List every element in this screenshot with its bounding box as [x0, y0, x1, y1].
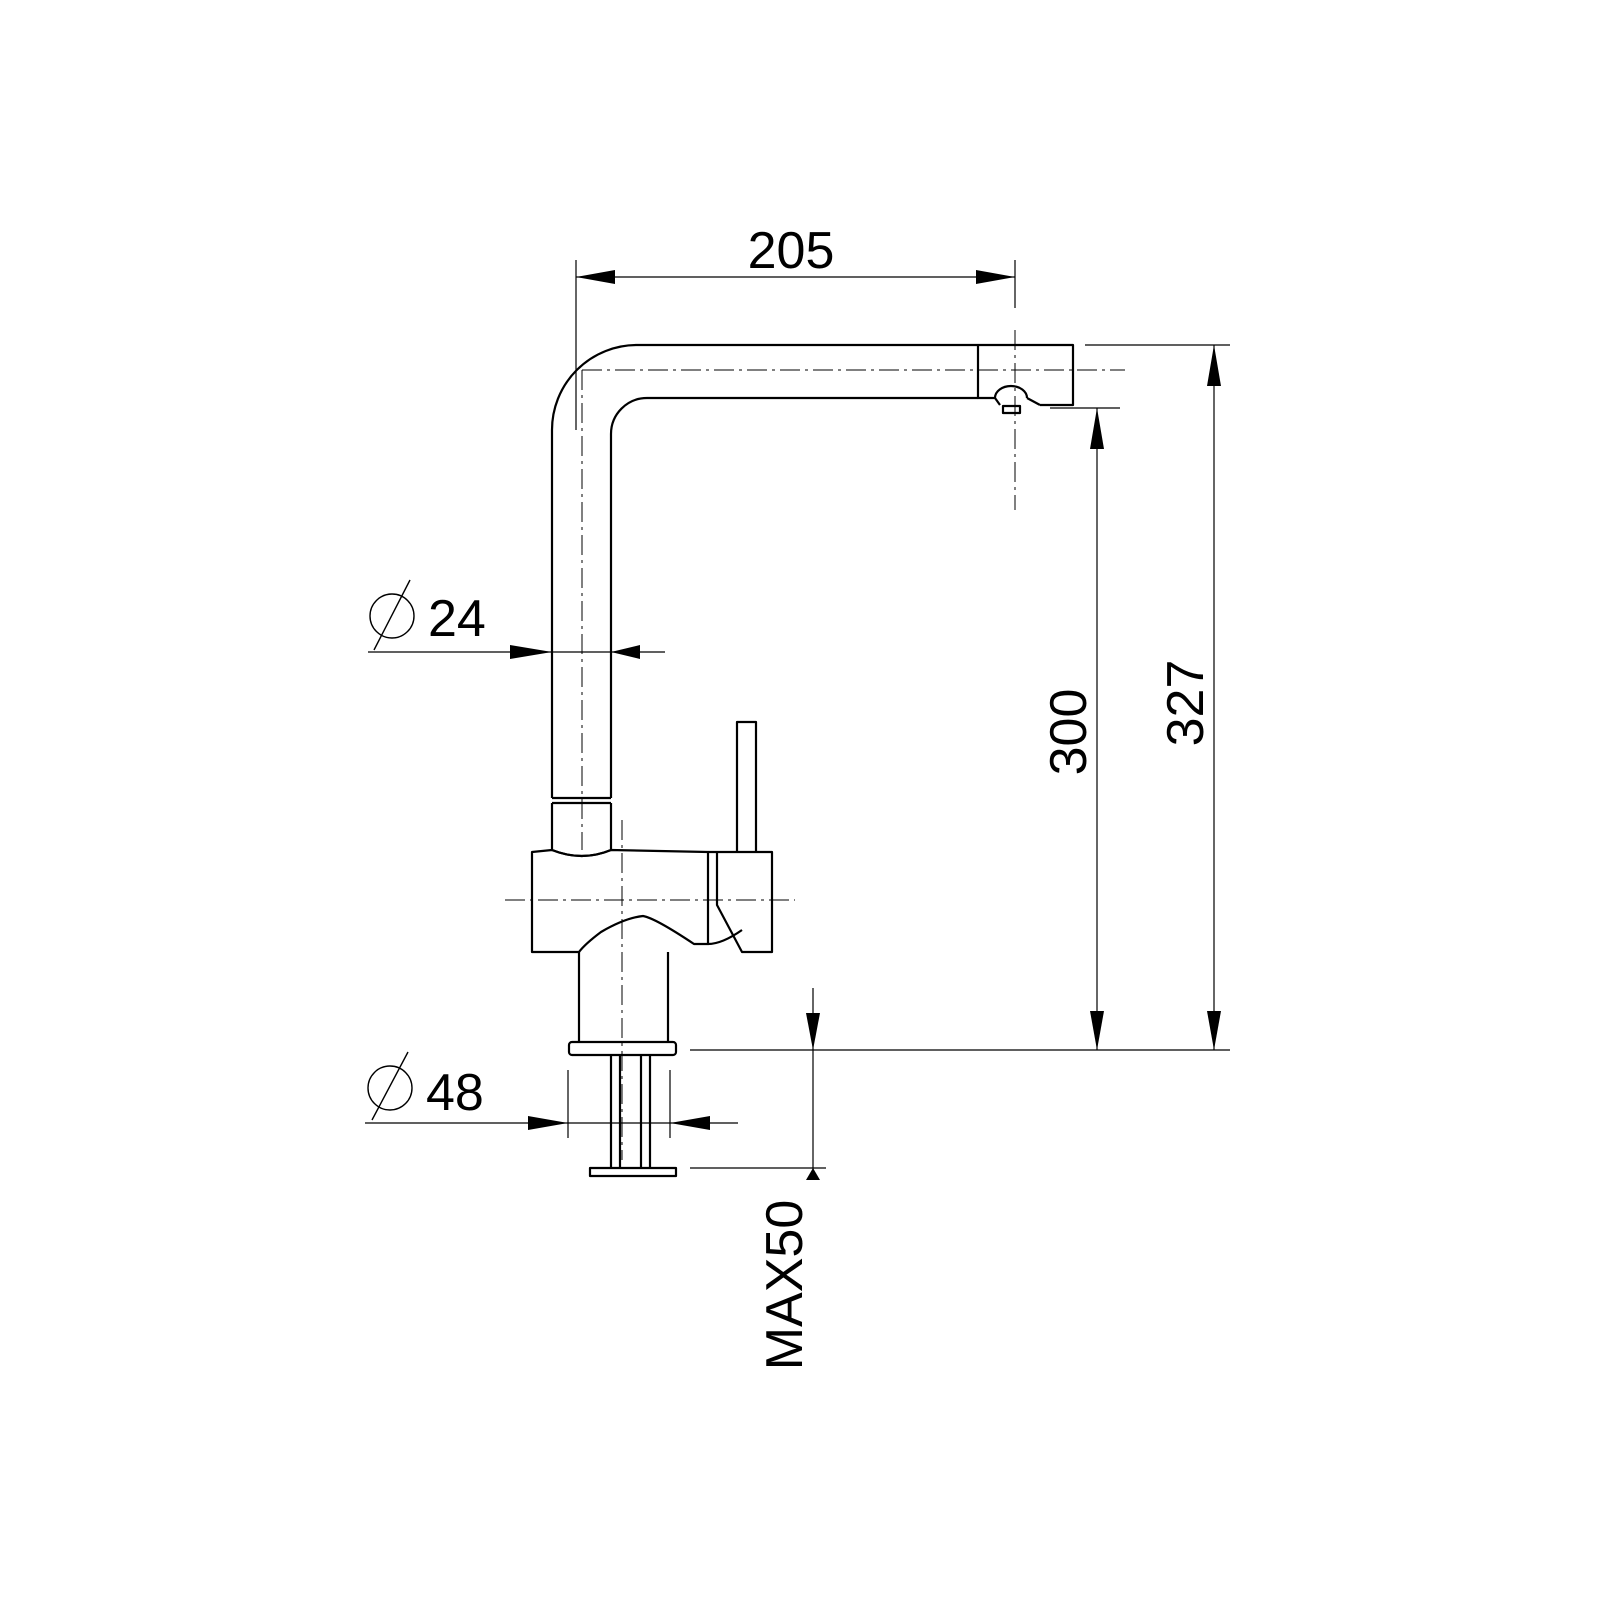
bottom-washer — [588, 1166, 678, 1178]
base-column — [577, 952, 670, 1042]
dimension-tube-diameter-label: 24 — [428, 590, 486, 648]
dimension-reach: 205 — [575, 222, 1016, 430]
faucet-outline — [530, 343, 1075, 1178]
diameter-symbol-icon — [367, 1065, 413, 1111]
diameter-symbol-icon — [369, 593, 415, 639]
center-lines — [505, 330, 1125, 1160]
dimension-max-counter-label: MAX50 — [756, 1200, 814, 1371]
lever-curve — [707, 929, 743, 946]
dimension-spout-height: 300 — [1040, 407, 1120, 1050]
dimension-total-height-label: 327 — [1157, 660, 1215, 747]
dimension-spout-height-label: 300 — [1040, 689, 1098, 776]
dimension-max-counter: MAX50 — [690, 988, 826, 1370]
spout-tube — [550, 343, 978, 798]
mounting-rods — [609, 1055, 652, 1168]
faucet-body — [530, 848, 710, 954]
dimension-base-diameter: 48 — [365, 1051, 738, 1138]
lever-handle — [735, 720, 758, 852]
dimension-base-diameter-label: 48 — [426, 1064, 484, 1122]
dimension-tube-diameter: 24 — [368, 579, 665, 659]
lever-housing — [708, 850, 774, 954]
dimension-reach-label: 205 — [748, 222, 835, 280]
spout-head — [976, 343, 1075, 415]
dimension-total-height: 327 — [1085, 344, 1230, 1050]
